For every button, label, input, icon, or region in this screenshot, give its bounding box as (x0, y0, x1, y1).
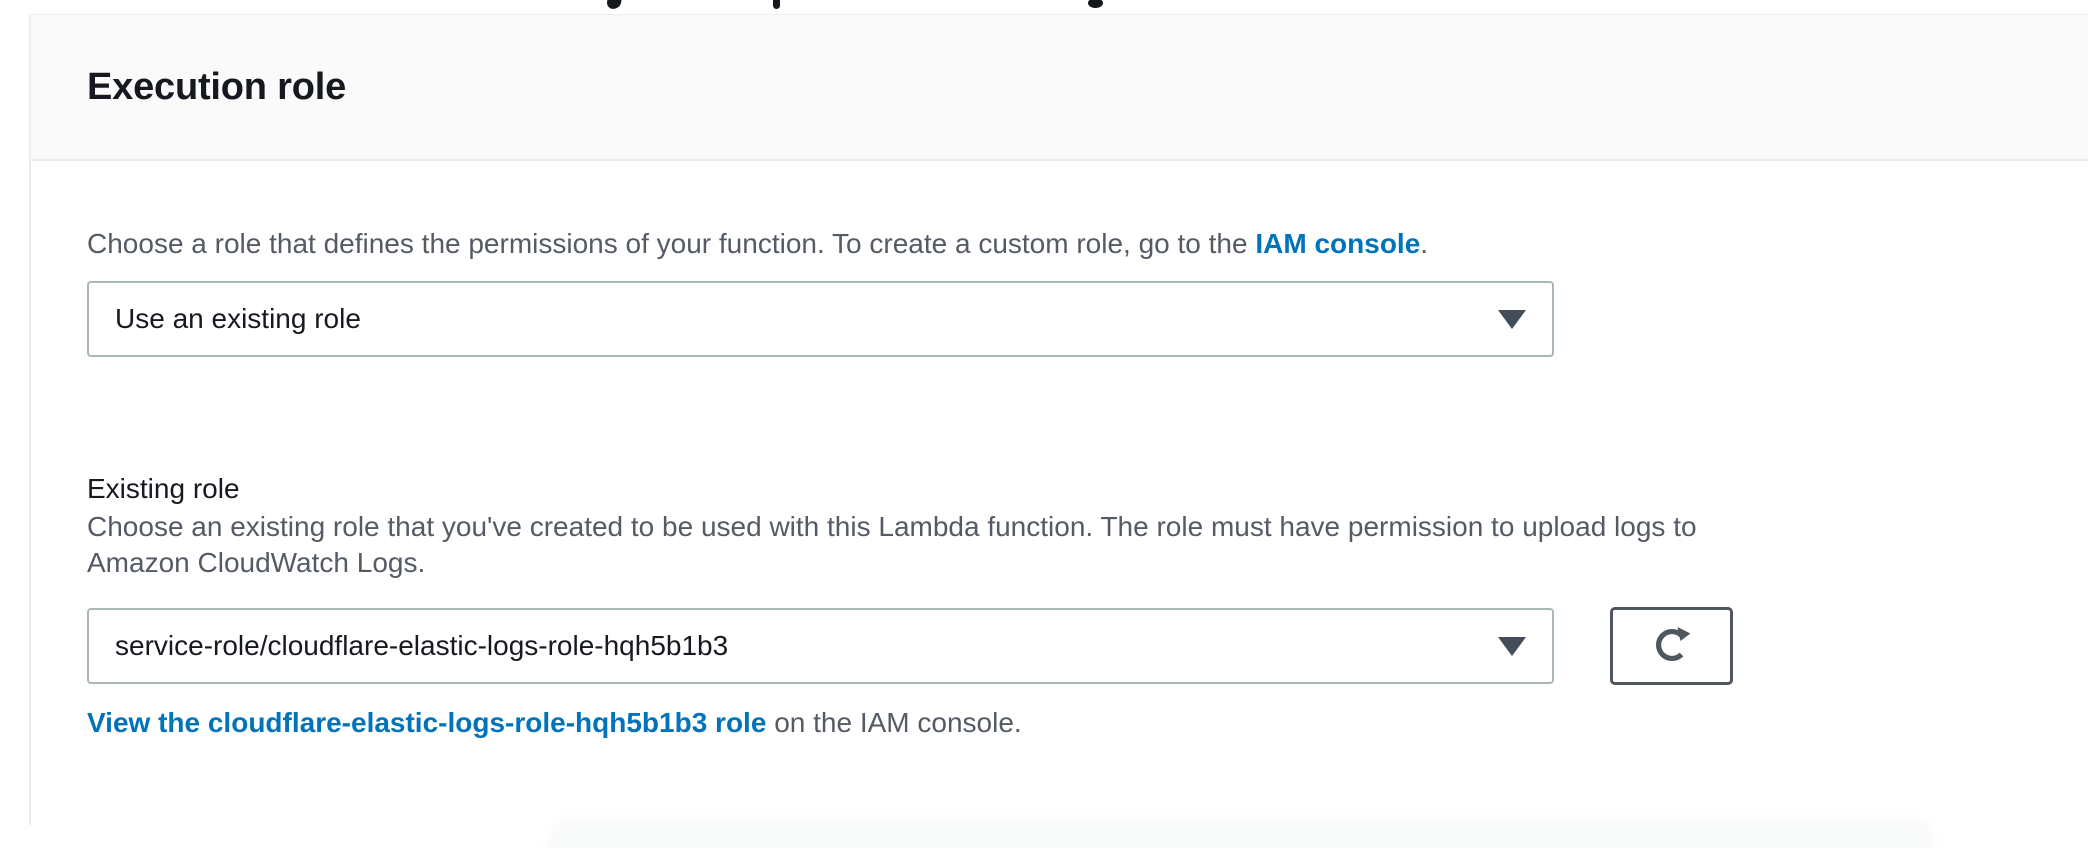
existing-role-field: Existing role Choose an existing role th… (87, 471, 2088, 741)
clipped-text-descender (773, 0, 780, 9)
refresh-roles-button[interactable] (1610, 607, 1733, 685)
panel-header: Execution role (31, 15, 2088, 161)
existing-role-label: Existing role (87, 473, 240, 504)
role-description-period: . (1420, 228, 1429, 259)
clipped-text-descender (1088, 0, 1103, 8)
existing-role-select-value: service-role/cloudflare-elastic-logs-rol… (115, 630, 729, 661)
view-role-suffix: on the IAM console. (766, 707, 1022, 738)
caret-down-icon (1498, 309, 1526, 329)
existing-role-select[interactable]: service-role/cloudflare-elastic-logs-rol… (87, 608, 1554, 684)
caret-down-icon (1498, 636, 1526, 656)
existing-role-help: Choose an existing role that you've crea… (87, 511, 1697, 578)
execution-role-panel: Execution role Choose a role that define… (29, 14, 2088, 825)
panel-content: Choose a role that defines the permissio… (31, 161, 2088, 741)
role-type-select-value: Use an existing role (115, 303, 361, 334)
existing-role-row: service-role/cloudflare-elastic-logs-rol… (87, 607, 2088, 685)
refresh-icon (1649, 622, 1695, 671)
role-description-text: Choose a role that defines the permissio… (87, 228, 1256, 259)
role-type-select[interactable]: Use an existing role (87, 281, 1554, 357)
view-role-line: View the cloudflare-elastic-logs-role-hq… (87, 705, 2088, 741)
clipped-text-descender (606, 0, 622, 10)
next-section-edge (549, 819, 1933, 848)
iam-console-link[interactable]: IAM console (1255, 228, 1421, 259)
panel-title: Execution role (87, 65, 347, 108)
view-role-link[interactable]: View the cloudflare-elastic-logs-role-hq… (87, 707, 767, 738)
role-description: Choose a role that defines the permissio… (87, 227, 2088, 261)
